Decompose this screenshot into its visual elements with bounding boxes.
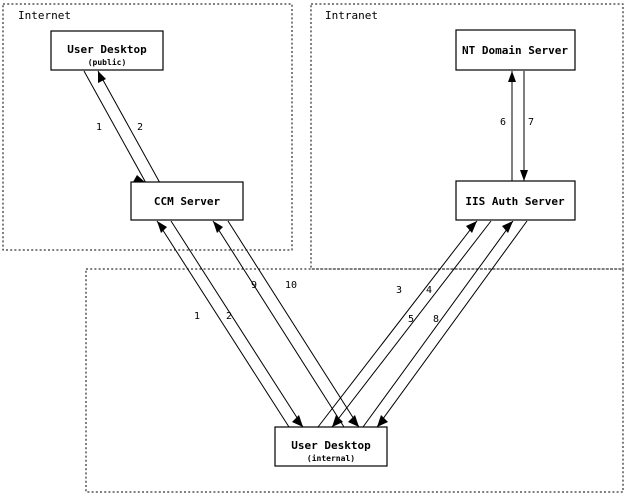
arrow-head-2b-ccm-to-internal [292, 415, 303, 427]
zone-label-internet: Internet [18, 9, 71, 22]
flow-line-2-ccm-to-public [97, 70, 161, 184]
flow-line-1-public-to-ccm [83, 70, 147, 184]
flow-line-4-iis-to-internal [331, 220, 492, 428]
flow-pair-internal-iis-b [362, 220, 528, 428]
step-label-6: 6 [500, 117, 506, 128]
flow-line-5-internal-to-iis [362, 220, 514, 428]
step-label-2-internal: 2 [226, 311, 232, 322]
arrow-head-5-internal-to-iis [502, 221, 513, 233]
flow-connections [83, 70, 528, 428]
arrow-head-10-ccm-to-internal [348, 415, 359, 427]
node-title-user-desktop-public: User Desktop [67, 43, 147, 56]
step-label-4: 4 [426, 285, 432, 296]
zone-intranet-boundary [310, 3, 624, 270]
node-nt-domain-server[interactable]: NT Domain Server [455, 29, 576, 71]
arrow-head-3-internal-to-iis [466, 221, 477, 233]
node-user-desktop-internal[interactable]: User Desktop (internal) [274, 426, 388, 467]
step-label-10: 10 [285, 280, 297, 291]
zone-boundaries [2, 3, 624, 493]
flow-pair-iis-nt [508, 71, 528, 181]
zone-internal-lan-boundary [85, 268, 624, 493]
node-title-user-desktop-internal: User Desktop [291, 439, 371, 452]
node-box-user-desktop-internal[interactable] [274, 426, 388, 467]
arrow-head-6-iis-to-nt [508, 71, 516, 82]
node-box-nt-domain-server[interactable] [455, 29, 576, 71]
node-box-iis-auth-server[interactable] [455, 180, 576, 221]
zone-label-intranet: Intranet [325, 9, 378, 22]
arrow-head-8-iis-to-internal [377, 415, 388, 427]
node-box-ccm-server[interactable] [130, 181, 244, 221]
arrow-head-2-ccm-to-public [98, 71, 106, 83]
flow-pair-public-ccm [83, 70, 161, 184]
flow-line-9-internal-to-ccm [212, 220, 345, 428]
node-title-iis-auth-server: IIS Auth Server [465, 195, 565, 208]
flow-line-8-iis-to-internal [376, 220, 528, 428]
step-label-5: 5 [408, 314, 414, 325]
node-title-ccm-server: CCM Server [154, 195, 221, 208]
flow-line-2b-ccm-to-internal [170, 220, 304, 428]
step-label-8: 8 [433, 314, 439, 325]
step-label-2-public: 2 [137, 122, 143, 133]
arrow-head-1b-internal-to-ccm [157, 221, 167, 233]
node-ccm-server[interactable]: CCM Server [130, 181, 244, 221]
arrow-head-1-public-to-ccm [133, 175, 146, 183]
node-title-nt-domain-server: NT Domain Server [462, 44, 568, 57]
flow-line-3-internal-to-iis [317, 220, 478, 428]
step-label-1-internal: 1 [194, 311, 200, 322]
flow-pair-internal-iis-a [317, 220, 492, 428]
node-subtitle-user-desktop-internal: (internal) [307, 453, 355, 463]
zone-internet-boundary [2, 3, 293, 251]
node-iis-auth-server[interactable]: IIS Auth Server [455, 180, 576, 221]
flow-line-10-ccm-to-internal [227, 220, 360, 428]
node-subtitle-user-desktop-public: (public) [88, 57, 127, 67]
flow-step-labels: 1 2 1 2 3 4 5 6 7 8 9 10 [96, 117, 534, 325]
flow-pair-internal-ccm-a [156, 220, 304, 428]
node-boxes: User Desktop (public) CCM Server NT Doma… [50, 29, 576, 467]
step-label-7: 7 [528, 117, 534, 128]
node-box-user-desktop-public[interactable] [50, 30, 164, 71]
flow-pair-internal-ccm-b [212, 220, 360, 428]
flow-line-1b-internal-to-ccm [156, 220, 290, 428]
step-label-3: 3 [396, 285, 402, 296]
node-user-desktop-public[interactable]: User Desktop (public) [50, 30, 164, 71]
arrow-head-7-nt-to-iis [520, 170, 528, 181]
step-label-9: 9 [251, 280, 257, 291]
arrow-head-4-iis-to-internal [332, 415, 343, 427]
step-label-1-public: 1 [96, 122, 102, 133]
arrow-head-9-internal-to-ccm [213, 221, 223, 233]
